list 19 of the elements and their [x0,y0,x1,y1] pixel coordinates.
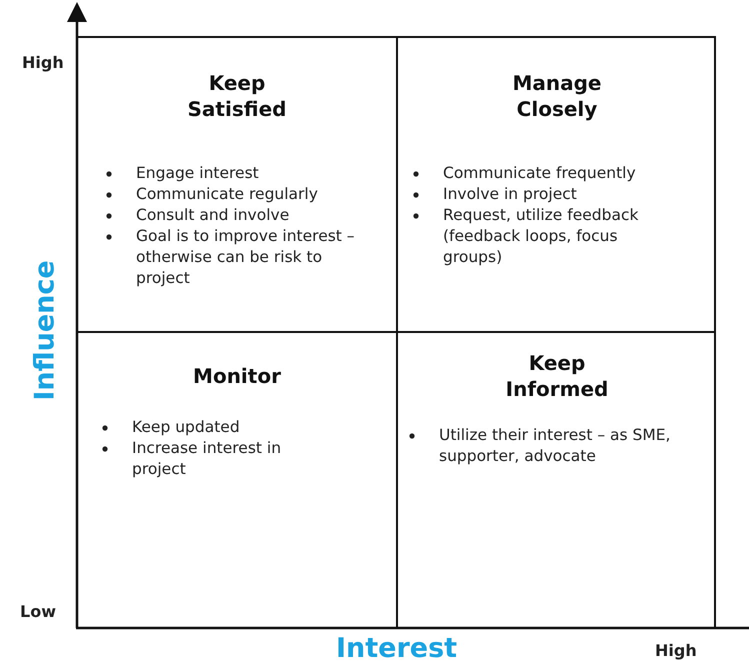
axis-label: Low [20,602,56,621]
axis-label: High [655,641,697,660]
bullet-point: Goal is to improve interest – otherwise can be risk to project [136,226,356,289]
quadrant-heading: Monitor [192,363,282,389]
bullet-point: Communicate regularly [136,184,319,205]
bullet-point: Communicate frequently [443,163,637,184]
bullet-point: Increase interest in project [132,438,282,480]
axis-title: Influence [30,260,61,400]
axis-title: Interest [336,633,458,664]
bullet-point: Keep updated [132,417,241,438]
bullet-point: Utilize their interest – as SME, supporter, advocate [439,425,672,467]
quadrant-heading: Keep Satisfied [186,70,288,122]
bullet-point: Engage interest [136,163,260,184]
bullet-point: Involve in project [443,184,578,205]
quadrant-heading: Keep Informed [504,350,610,402]
bullet-point: Consult and involve [136,205,290,226]
quadrant-heading: Manage Closely [511,70,602,122]
bullet-point: Request, utilize feedback (feedback loops, focus groups) [443,205,640,268]
axis-label: High [22,53,64,72]
